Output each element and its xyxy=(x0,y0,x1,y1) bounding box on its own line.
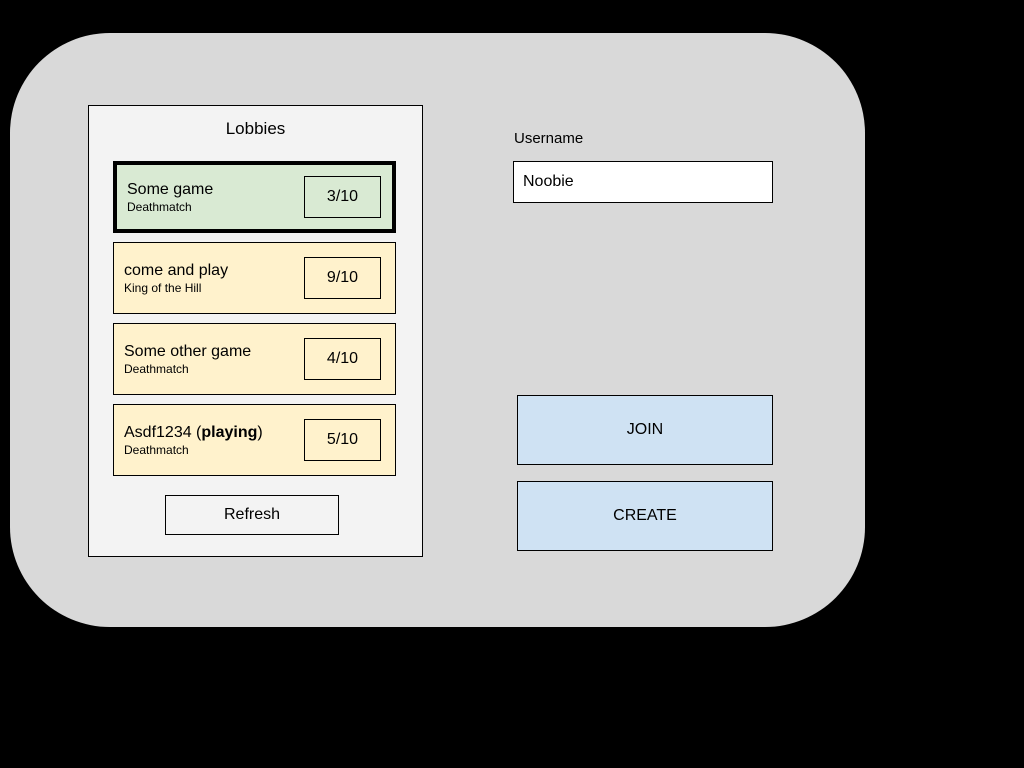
lobby-text: come and play King of the Hill xyxy=(124,261,228,296)
lobby-title: come and play xyxy=(124,261,228,281)
lobby-player-count: 9/10 xyxy=(304,257,381,299)
lobby-text: Some other game Deathmatch xyxy=(124,342,251,377)
lobby-text: Asdf1234 (playing) Deathmatch xyxy=(124,423,263,458)
lobby-mode: Deathmatch xyxy=(124,442,189,457)
lobby-title-prefix: Asdf1234 ( xyxy=(124,423,202,441)
lobby-title: Some other game xyxy=(124,342,251,362)
lobby-item[interactable]: Asdf1234 (playing) Deathmatch 5/10 xyxy=(113,404,396,476)
lobby-title-bold: playing xyxy=(201,423,258,441)
lobby-player-count: 5/10 xyxy=(304,419,381,461)
username-input[interactable] xyxy=(513,161,773,203)
lobby-title: Asdf1234 (playing) xyxy=(124,423,263,443)
app-panel: Lobbies Some game Deathmatch 3/10 come a… xyxy=(10,33,865,627)
lobby-text: Some game Deathmatch xyxy=(127,180,213,215)
lobby-item[interactable]: come and play King of the Hill 9/10 xyxy=(113,242,396,314)
lobby-title-suffix: ) xyxy=(257,423,263,441)
lobbies-title: Lobbies xyxy=(225,119,286,138)
lobbies-panel: Lobbies Some game Deathmatch 3/10 come a… xyxy=(88,105,423,557)
lobby-player-count: 3/10 xyxy=(304,176,381,218)
lobby-title-prefix: Some game xyxy=(127,180,214,198)
username-label: Username xyxy=(514,130,584,147)
lobby-title: Some game xyxy=(127,180,213,200)
lobby-item[interactable]: Some other game Deathmatch 4/10 xyxy=(113,323,396,395)
lobby-list: Some game Deathmatch 3/10 come and play … xyxy=(113,161,396,476)
join-button[interactable]: JOIN xyxy=(517,395,773,465)
lobby-mode: Deathmatch xyxy=(124,361,189,376)
lobby-item[interactable]: Some game Deathmatch 3/10 xyxy=(113,161,396,233)
lobby-title-prefix: come and play xyxy=(124,261,229,279)
lobby-mode: King of the Hill xyxy=(124,280,202,295)
refresh-button[interactable]: Refresh xyxy=(165,495,339,535)
lobby-title-prefix: Some other game xyxy=(124,342,252,360)
lobby-player-count: 4/10 xyxy=(304,338,381,380)
lobby-mode: Deathmatch xyxy=(127,199,192,214)
create-button[interactable]: CREATE xyxy=(517,481,773,551)
